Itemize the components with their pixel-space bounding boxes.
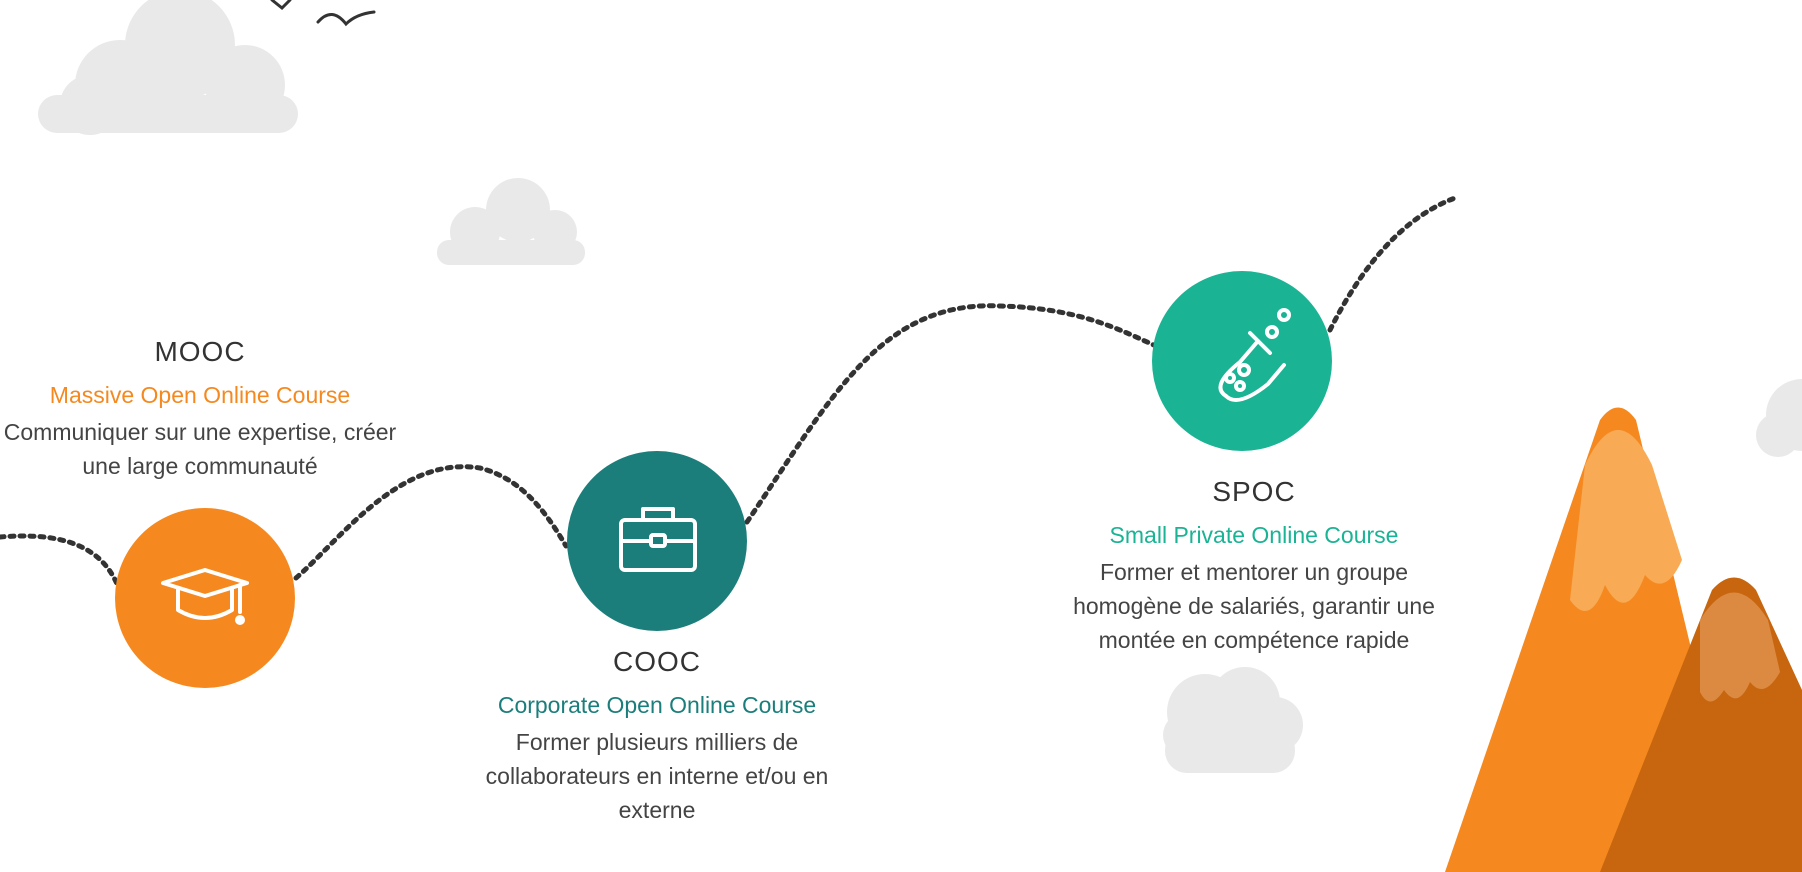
briefcase-icon — [619, 507, 697, 572]
cloud-edge-right — [1756, 379, 1802, 457]
cloud-small-center — [437, 178, 585, 265]
cooc-node[interactable] — [567, 451, 747, 631]
bird-icon — [316, 10, 376, 27]
mooc-title: MOOC — [154, 336, 246, 367]
cloud-bottom-right — [1163, 667, 1303, 773]
spoc-subtitle: Small Private Online Course — [1109, 522, 1399, 548]
mooc-info: MOOC Massive Open Online Course Communiq… — [0, 336, 400, 483]
bird-icon-partial — [270, 0, 292, 11]
spoc-title: SPOC — [1212, 476, 1296, 507]
spoc-info: SPOC Small Private Online Course Former … — [1054, 476, 1454, 657]
cloud-top-left — [38, 0, 298, 135]
mooc-node[interactable] — [115, 508, 295, 688]
spoc-description: Former et mentorer un groupe homogène de… — [1073, 559, 1435, 653]
graduation-cap-icon — [161, 568, 249, 625]
cooc-info: COOC Corporate Open Online Course Former… — [457, 646, 857, 827]
cooc-subtitle: Corporate Open Online Course — [497, 692, 817, 718]
spoc-node[interactable] — [1152, 271, 1332, 451]
flask-icon — [1218, 308, 1291, 402]
journey-path — [0, 195, 1458, 587]
cooc-description: Former plusieurs milliers de collaborate… — [485, 729, 829, 823]
mooc-description: Communiquer sur une expertise, créer une… — [3, 419, 397, 479]
mooc-subtitle: Massive Open Online Course — [49, 382, 351, 408]
mountains — [1445, 407, 1802, 872]
cooc-title: COOC — [613, 646, 701, 677]
